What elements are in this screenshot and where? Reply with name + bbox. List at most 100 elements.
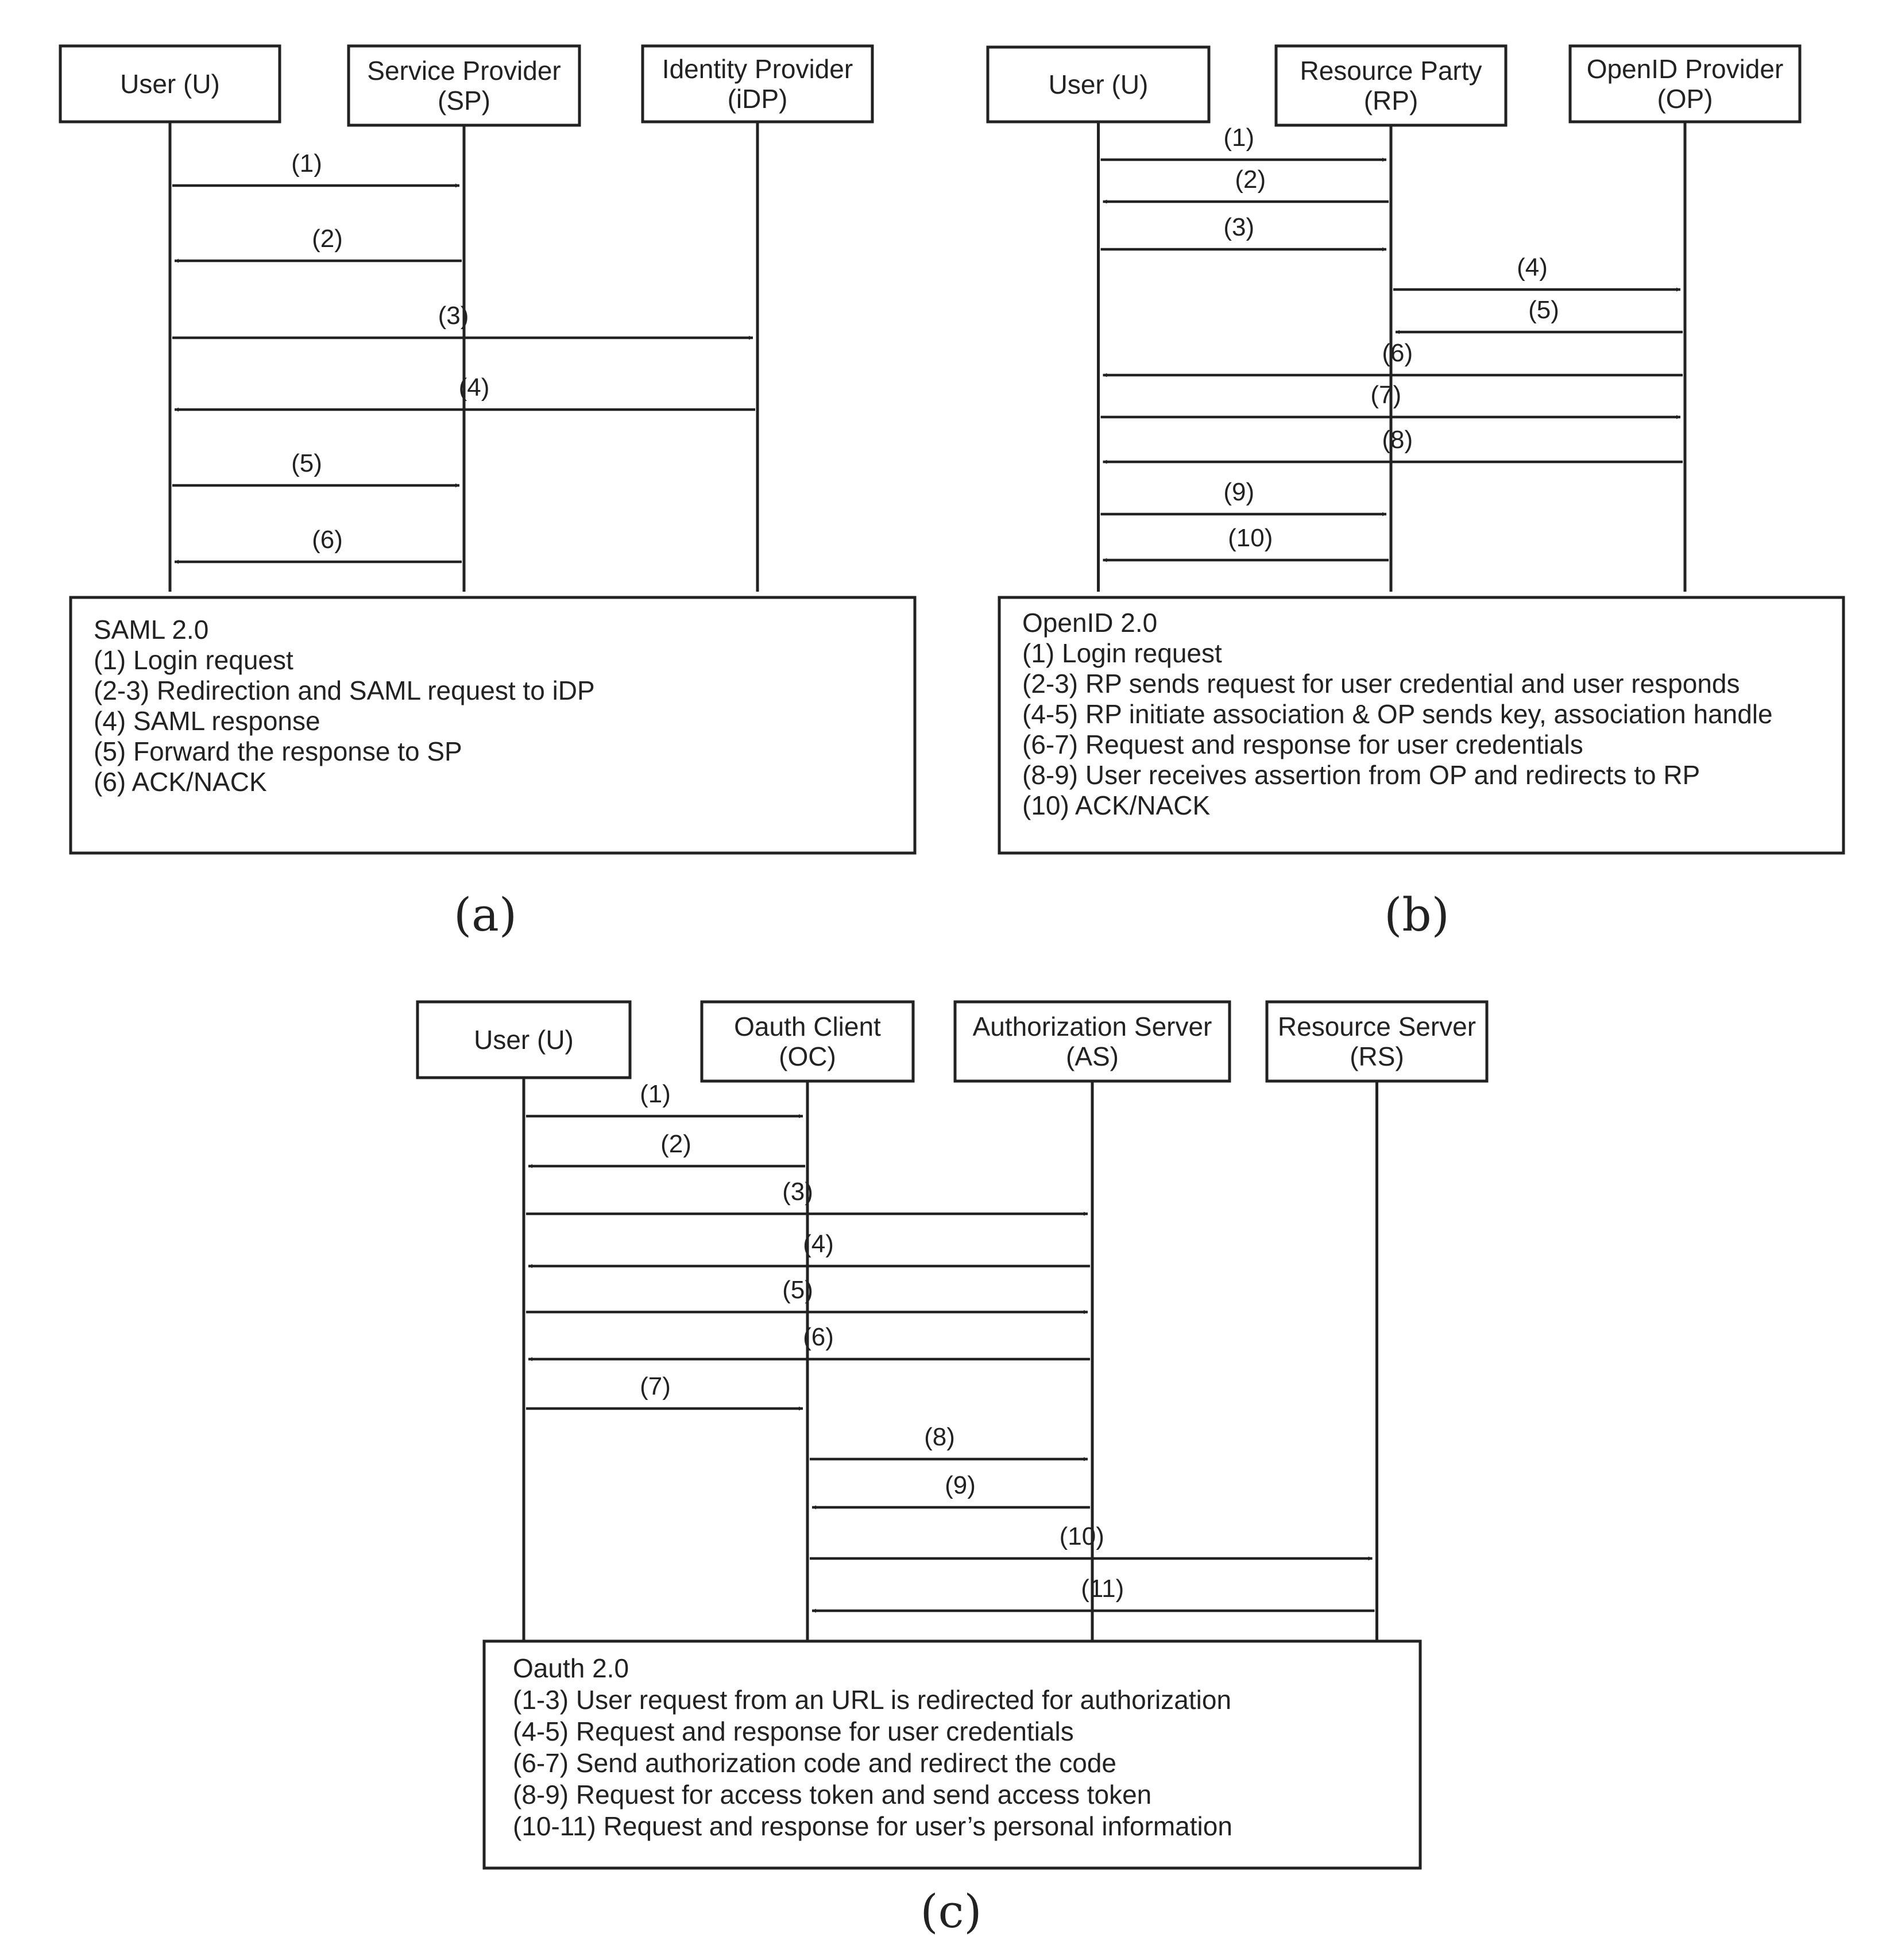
message-arrow: (8): [1103, 426, 1683, 464]
protocol-description-box: SAML 2.0(1) Login request(2-3) Redirecti…: [69, 596, 917, 855]
message-label: (3): [782, 1178, 813, 1206]
message-arrow: (10): [1103, 524, 1389, 562]
message-arrow: (2): [175, 225, 462, 263]
protocol-description-frame: [69, 596, 917, 855]
message-label: (5): [1528, 296, 1559, 324]
participant-label: Resource Server: [1278, 1012, 1476, 1041]
protocol-step: (5) Forward the response to SP: [94, 736, 462, 766]
protocol-description-box: OpenID 2.0(1) Login request(2-3) RP send…: [998, 596, 1845, 855]
protocol-step: (4) SAML response: [94, 706, 320, 736]
participant-box: OpenID Provider(OP): [1568, 44, 1802, 124]
participant-box: User (U): [59, 44, 281, 124]
protocol-description-frame: [998, 596, 1845, 855]
protocol-step: (2-3) Redirection and SAML request to iD…: [94, 676, 595, 705]
participant-label: Identity Provider: [662, 54, 853, 84]
protocol-title: SAML 2.0: [94, 615, 208, 645]
participant-box: Identity Provider(iDP): [641, 44, 874, 124]
participant-label: User (U): [1049, 70, 1149, 99]
protocol-step: (2-3) RP sends request for user credenti…: [1022, 669, 1740, 699]
participant-box: Oauth Client(OC): [700, 1000, 915, 1083]
protocol-step: (6-7) Request and response for user cred…: [1022, 730, 1583, 759]
message-label: (6): [1382, 339, 1413, 367]
message-label: (3): [438, 302, 469, 330]
panel-c: User (U) Oauth Client(OC) Authorization Se…: [416, 1000, 1489, 1938]
message-label: (2): [1235, 165, 1266, 194]
protocol-step: (1) Login request: [1022, 638, 1222, 668]
participant-label: Authorization Server: [973, 1012, 1212, 1041]
message-arrow: (3): [526, 1178, 1088, 1216]
message-label: (2): [660, 1130, 691, 1158]
panel-caption: (a): [454, 888, 517, 942]
message-label: (1): [291, 149, 322, 178]
participant-label: (OP): [1657, 84, 1713, 114]
panel-caption: (b): [1384, 888, 1450, 942]
panel-b: User (U) Resource Party(RP) OpenID Provide…: [986, 44, 1845, 942]
message-label: (1): [1223, 124, 1254, 152]
participant-box-frame: [59, 44, 281, 124]
message-label: (2): [312, 225, 343, 253]
protocol-step: (8-9) User receives assertion from OP an…: [1022, 760, 1700, 790]
message-arrow: (7): [526, 1372, 803, 1411]
message-label: (9): [945, 1471, 976, 1499]
message-arrow: (3): [1100, 213, 1386, 252]
participant-box-frame: [641, 44, 874, 124]
participant-box-frame: [700, 1000, 915, 1083]
message-arrow: (10): [810, 1522, 1373, 1561]
message-arrow: (4): [175, 373, 755, 412]
protocol-step: (8-9) Request for access token and send …: [513, 1780, 1151, 1809]
message-arrow: (3): [172, 302, 753, 340]
protocol-step: (1-3) User request from an URL is redire…: [513, 1685, 1231, 1715]
message-arrow: (5): [172, 449, 459, 488]
message-arrow: (4): [1393, 253, 1680, 292]
participant-label: (OC): [779, 1041, 836, 1071]
participant-label: (iDP): [728, 84, 788, 114]
participant-box-frame: [986, 45, 1211, 124]
participant-label: (SP): [438, 86, 490, 115]
participant-box: User (U): [416, 1000, 632, 1079]
participant-box: Resource Server(RS): [1265, 1000, 1489, 1083]
message-label: (3): [1223, 213, 1254, 241]
message-label: (5): [782, 1276, 813, 1304]
protocol-step: (1) Login request: [94, 645, 293, 675]
message-label: (4): [803, 1230, 834, 1258]
protocol-step: (4-5) RP initiate association & OP sends…: [1022, 699, 1773, 729]
message-arrow: (4): [528, 1230, 1090, 1268]
message-arrow: (6): [528, 1323, 1090, 1361]
protocol-description-frame: [482, 1639, 1422, 1870]
message-label: (6): [803, 1323, 834, 1351]
message-label: (8): [924, 1423, 955, 1451]
panel-caption: (c): [920, 1885, 981, 1938]
participant-label: Service Provider: [367, 56, 561, 86]
participant-box: Authorization Server(AS): [953, 1000, 1231, 1083]
message-arrow: (1): [172, 149, 459, 188]
participant-box-frame: [1265, 1000, 1489, 1083]
protocol-title: OpenID 2.0: [1022, 608, 1157, 638]
message-arrow: (1): [1100, 124, 1386, 162]
participant-label: (RP): [1364, 86, 1419, 115]
message-arrow: (9): [812, 1471, 1090, 1510]
message-arrow: (9): [1100, 478, 1386, 516]
protocol-description-box: Oauth 2.0(1-3) User request from an URL …: [482, 1639, 1422, 1870]
message-arrow: (7): [1100, 381, 1680, 419]
protocol-title: Oauth 2.0: [513, 1653, 629, 1683]
protocol-step: (6-7) Send authorization code and redire…: [513, 1748, 1116, 1778]
participant-label: Resource Party: [1300, 56, 1482, 86]
message-arrow: (2): [528, 1130, 805, 1168]
participant-label: User (U): [474, 1025, 574, 1055]
participant-box-frame: [416, 1000, 632, 1079]
protocol-step: (10-11) Request and response for user’s …: [513, 1811, 1232, 1841]
message-arrow: (5): [526, 1276, 1088, 1314]
message-label: (8): [1382, 426, 1413, 454]
protocol-step: (6) ACK/NACK: [94, 767, 267, 797]
participant-box: Service Provider(SP): [347, 44, 581, 127]
participant-label: User (U): [120, 69, 220, 99]
participant-box-frame: [1274, 44, 1508, 127]
participant-label: Oauth Client: [734, 1012, 881, 1041]
message-label: (4): [459, 373, 490, 402]
participant-box: User (U): [986, 45, 1211, 124]
message-label: (5): [291, 449, 322, 477]
panel-a: User (U) Service Provider(SP) Identity Pro…: [59, 44, 917, 942]
participant-label: (AS): [1066, 1041, 1119, 1071]
message-arrow: (6): [1103, 339, 1683, 377]
